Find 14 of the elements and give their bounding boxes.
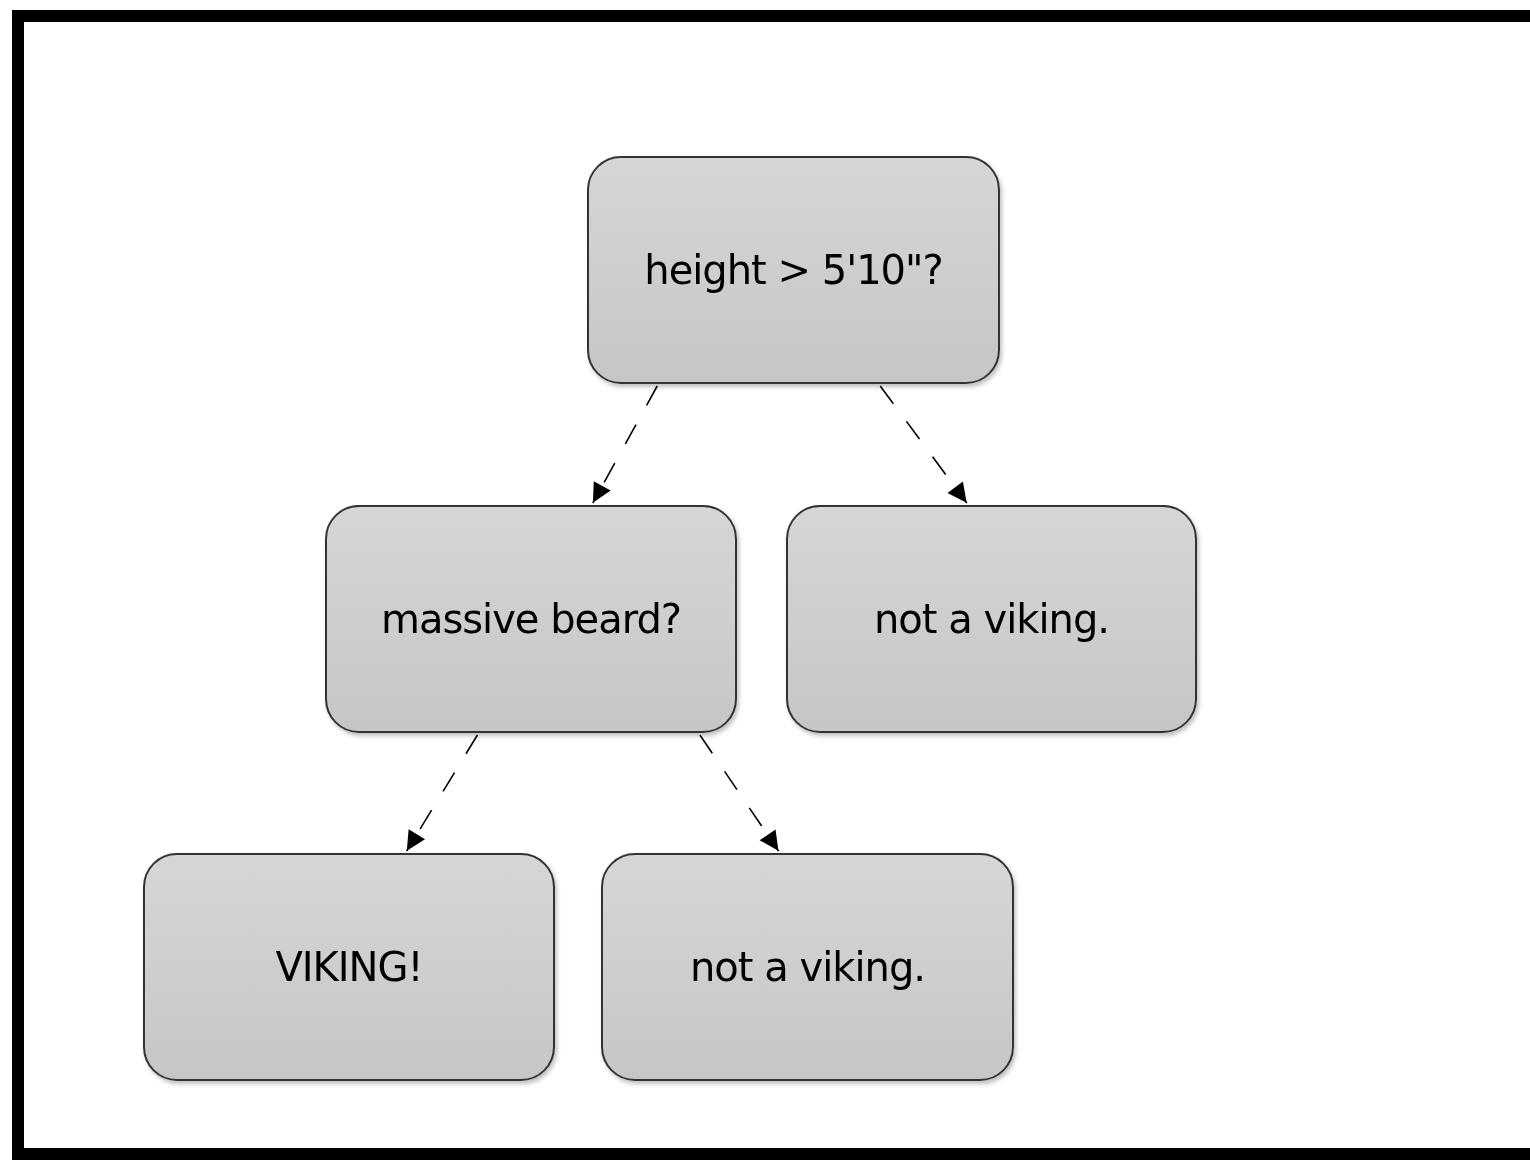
dashed-arrow [879,385,968,504]
node-label: massive beard? [380,596,682,642]
rounded-box [786,505,1197,733]
node-label: VIKING! [275,944,423,990]
rounded-box [587,156,1000,384]
dashed-arrow [592,385,658,504]
rounded-box [143,853,555,1081]
node-label: not a viking. [690,944,925,990]
rounded-box [325,505,737,733]
node-label: not a viking. [874,596,1109,642]
rounded-box [601,853,1014,1081]
dashed-arrow [699,734,780,852]
node-label: height > 5'10"? [644,247,943,293]
dashed-arrow [405,734,479,852]
